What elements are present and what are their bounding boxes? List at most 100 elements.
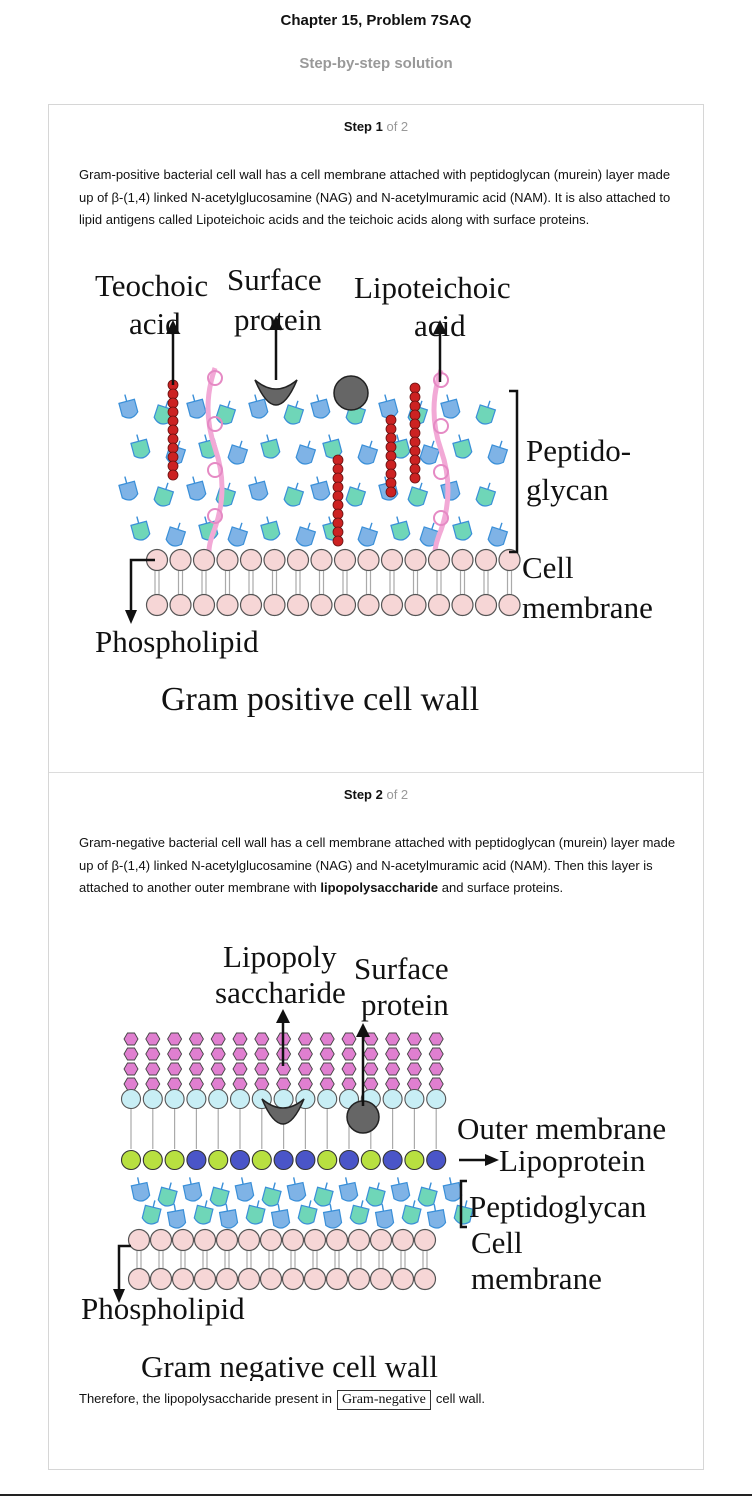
phospholipid-head	[259, 1267, 283, 1291]
label-cell-membrane-b-1: Cell	[471, 1225, 523, 1260]
teichoic-acid-bead	[385, 414, 397, 426]
peptidoglycan-sugar	[297, 1200, 318, 1225]
lps-sugar	[428, 1077, 444, 1091]
teichoic-acid-bead	[385, 477, 397, 489]
outer-membrane-head	[404, 1088, 425, 1110]
label-outer-membrane: Outer membrane	[457, 1111, 666, 1146]
peptidoglycan-sugar	[426, 1204, 447, 1229]
lps-sugar	[188, 1032, 204, 1046]
lps-sugar	[145, 1062, 161, 1076]
label-peptidoglycan-2: glycan	[526, 472, 609, 507]
phospholipid-head	[192, 593, 216, 617]
peptidoglycan-sugar	[452, 516, 473, 541]
step-2-of: of 2	[386, 787, 409, 802]
gram-positive-diagram: Teochoic acid Surface protein Lipoteicho…	[95, 262, 653, 718]
phospholipid-head	[498, 548, 521, 572]
phospholipid-head	[193, 1267, 217, 1291]
label-lipoprotein: Lipoprotein	[499, 1143, 646, 1178]
peptidoglycan-sugar	[248, 476, 269, 501]
peptidoglycan-sugar	[218, 1204, 239, 1229]
peptidoglycan-sugar	[245, 1200, 266, 1225]
phospholipid-head	[145, 593, 169, 617]
peptidoglycan-sugar	[338, 1177, 359, 1202]
peptidoglycan-sugar	[407, 482, 429, 507]
peptidoglycan-sugar	[227, 440, 249, 465]
teichoic-acid-bead	[332, 481, 344, 493]
peptidoglycan-sugar	[227, 522, 249, 547]
teichoic-acid-bead	[167, 397, 179, 409]
teichoic-acid-bead	[385, 459, 397, 471]
phospholipid-head	[380, 548, 404, 572]
figure-1-caption: Gram positive cell wall	[161, 681, 479, 718]
lps-sugar	[297, 1077, 313, 1091]
phospholipid-head	[281, 1228, 305, 1252]
peptidoglycan-sugar	[270, 1204, 291, 1229]
peptidoglycan-sugar	[165, 522, 187, 547]
conclusion-before: Therefore, the lipopolysaccharide presen…	[79, 1391, 332, 1406]
lps-sugar	[406, 1077, 422, 1091]
peptidoglycan-sugar	[310, 476, 331, 501]
lipoprotein-bead	[273, 1149, 294, 1171]
lps-sugar	[319, 1077, 335, 1091]
teichoic-acid-bead	[409, 400, 421, 412]
lps-sugar	[254, 1062, 270, 1076]
peptidoglycan-sugar	[186, 476, 207, 501]
peptidoglycan-sugar	[130, 516, 151, 541]
label-teichoic-acid-1: Teochoic	[95, 268, 208, 303]
phospholipid-head	[171, 1228, 195, 1252]
peptidoglycan-sugar	[295, 522, 317, 547]
step-1-of: of 2	[386, 119, 409, 134]
phospholipid-head	[310, 548, 333, 572]
peptidoglycan-sugar	[390, 516, 411, 541]
step-1-text: Gram-positive bacterial cell wall has a …	[79, 167, 671, 227]
lps-sugar	[297, 1047, 313, 1061]
lipoprotein-bead	[229, 1149, 251, 1171]
label-peptidoglycan-b: Peptidoglycan	[469, 1189, 647, 1224]
lipoprotein-bead	[404, 1149, 425, 1171]
phospholipid-head	[391, 1228, 415, 1252]
peptidoglycan-sugar	[487, 522, 509, 547]
peptidoglycan-sugar	[157, 1182, 178, 1207]
teichoic-acid-bead	[409, 463, 421, 475]
lps-sugar	[297, 1032, 313, 1046]
conclusion-after: cell wall.	[435, 1391, 486, 1406]
peptidoglycan-sugar	[349, 1200, 370, 1225]
lipoteichoic-loop	[433, 510, 449, 526]
teichoic-acid-bead	[409, 427, 421, 439]
lipoprotein-bead	[360, 1149, 381, 1171]
step-1-header: Step 1 of 2	[49, 119, 703, 134]
label-cell-membrane-2: membrane	[522, 590, 653, 625]
peptidoglycan-sugar	[182, 1177, 203, 1202]
teichoic-acid-bead	[332, 517, 344, 529]
solution-card: Step 1 of 2 Gram-positive bacterial cell…	[48, 104, 704, 1470]
phospholipid-head	[404, 548, 427, 572]
phospholipid-head	[380, 593, 404, 617]
lps-sugar	[254, 1047, 270, 1061]
answer-box: Gram-negative	[336, 1390, 431, 1410]
outer-membrane-head	[382, 1088, 403, 1110]
solution-heading: Step-by-step solution	[299, 55, 453, 72]
lps-sugar	[232, 1032, 248, 1046]
peptidoglycan-sugar	[118, 476, 139, 501]
peptidoglycan-sugar	[357, 522, 379, 547]
phospholipid-head	[451, 548, 474, 572]
phospholipid-head	[237, 1267, 261, 1291]
teichoic-acid-bead	[332, 499, 344, 511]
lps-sugar	[406, 1032, 422, 1046]
outer-membrane-head	[426, 1088, 447, 1110]
peptidoglycan-sugar	[401, 1200, 422, 1225]
peptidoglycan-sugar	[261, 1182, 282, 1207]
teichoic-acid-bead	[167, 415, 179, 427]
peptidoglycan-sugar	[417, 1182, 438, 1207]
teichoic-acid-bead	[332, 472, 344, 484]
phospholipid-head	[474, 593, 498, 617]
lps-sugar	[210, 1077, 226, 1091]
step-1-label: Step 1	[343, 119, 383, 134]
peptidoglycan-sugar	[357, 440, 379, 465]
peptidoglycan-sugar	[260, 516, 281, 541]
label-phospholipid: Phospholipid	[95, 624, 259, 659]
lps-sugar	[167, 1032, 183, 1046]
label-cell-membrane-1: Cell	[522, 550, 574, 585]
lps-sugar	[232, 1047, 248, 1061]
phospholipid-head	[325, 1228, 349, 1252]
